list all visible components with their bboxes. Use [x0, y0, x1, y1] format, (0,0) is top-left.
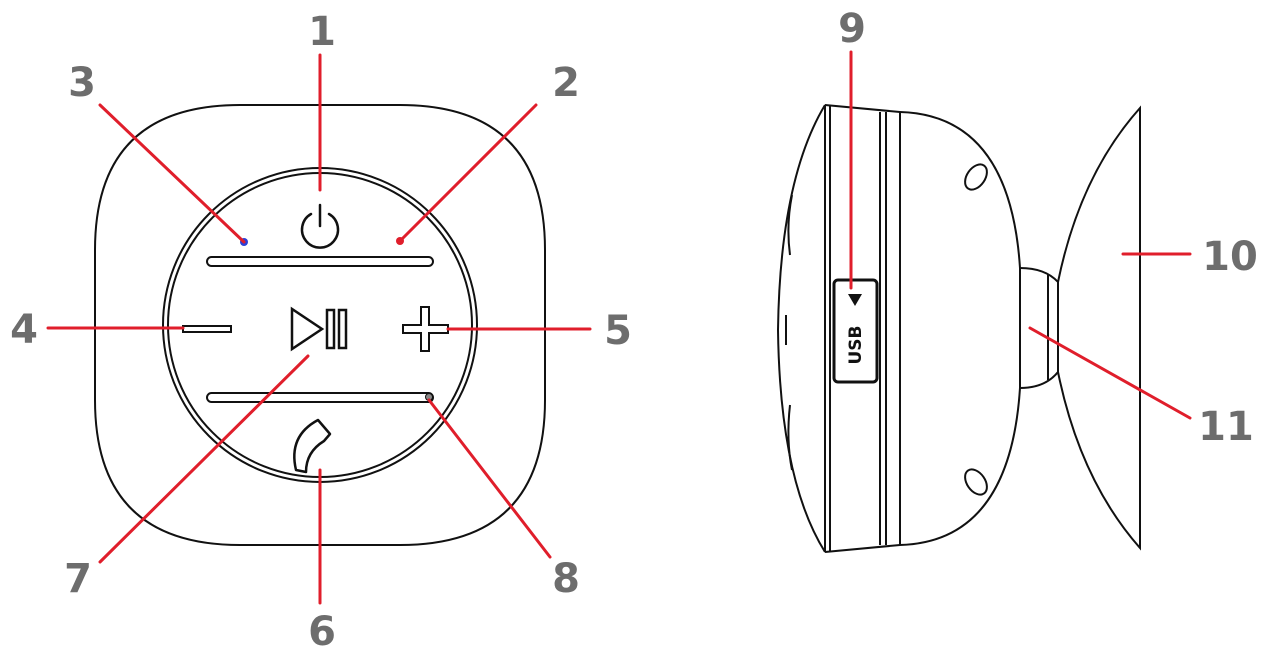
- leader-line-8: [429, 400, 550, 557]
- leader-line-3: [100, 105, 244, 242]
- callout-3: 3: [68, 60, 96, 106]
- side-view: [778, 105, 1140, 552]
- suction-cup: [1058, 108, 1140, 548]
- callout-5: 5: [604, 308, 632, 354]
- minus-icon[interactable]: [183, 326, 231, 332]
- callout-1: 1: [308, 9, 336, 55]
- callout-7: 7: [64, 556, 92, 602]
- leader-line-2: [400, 105, 536, 241]
- vent-upper: [961, 160, 992, 193]
- callout-2: 2: [552, 60, 580, 106]
- vent-lower: [961, 465, 992, 498]
- side-rear-dome: [900, 112, 1020, 545]
- play-pause-icon[interactable]: [292, 309, 346, 349]
- callout-11: 11: [1198, 404, 1254, 450]
- lower-groove: [207, 393, 433, 402]
- phone-icon[interactable]: [294, 420, 330, 472]
- callout-10: 10: [1202, 234, 1258, 280]
- callout-9: 9: [838, 6, 866, 52]
- callout-4: 4: [10, 307, 38, 353]
- leader-line-7: [100, 356, 308, 562]
- usb-label: USB: [846, 325, 866, 364]
- upper-groove: [207, 257, 433, 266]
- plus-icon[interactable]: [403, 307, 448, 351]
- leader-line-11: [1030, 328, 1190, 418]
- callout-6: 6: [308, 609, 336, 651]
- power-icon[interactable]: [302, 205, 338, 248]
- suction-neck: [1020, 268, 1058, 388]
- callout-8: 8: [552, 556, 580, 602]
- usb-port[interactable]: USB: [834, 280, 877, 382]
